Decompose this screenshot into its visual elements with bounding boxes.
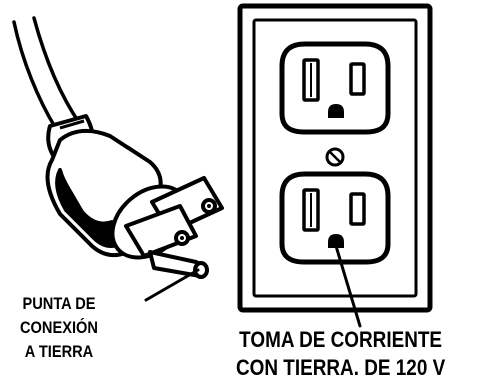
outlet-plate-inner-border [252,18,418,298]
ground-pin-label-line-1: PUNTA DE [22,294,96,313]
plug-prongs [124,176,224,279]
wall-outlet [237,3,433,313]
upper-right-slot [349,62,366,96]
ground-pin-label-line-2: CONEXIÓN [20,318,98,337]
outlet-label: TOMA DE CORRIENTE CON TIERRA. DE 120 V [236,326,445,382]
lower-right-slot [349,192,366,226]
ground-pin-label-line-3: A TIERRA [24,342,94,361]
lower-receptacle [279,171,391,265]
upper-receptacle [279,41,391,135]
upper-ground-hole [328,104,344,118]
outlet-label-line-1: TOMA DE CORRIENTE [239,327,443,352]
ground-pin-label: PUNTA DE CONEXIÓN A TIERRA [20,292,98,364]
outlet-label-line-2: CON TIERRA. DE 120 V [236,355,446,380]
lower-blade [124,204,198,258]
ground-pin-leader-line [144,268,200,302]
outlet-leader-line [334,244,362,328]
outlet-screw-icon [325,147,345,167]
power-cord [12,16,82,134]
grounded-plug [45,114,224,279]
lower-ground-hole [328,234,344,248]
